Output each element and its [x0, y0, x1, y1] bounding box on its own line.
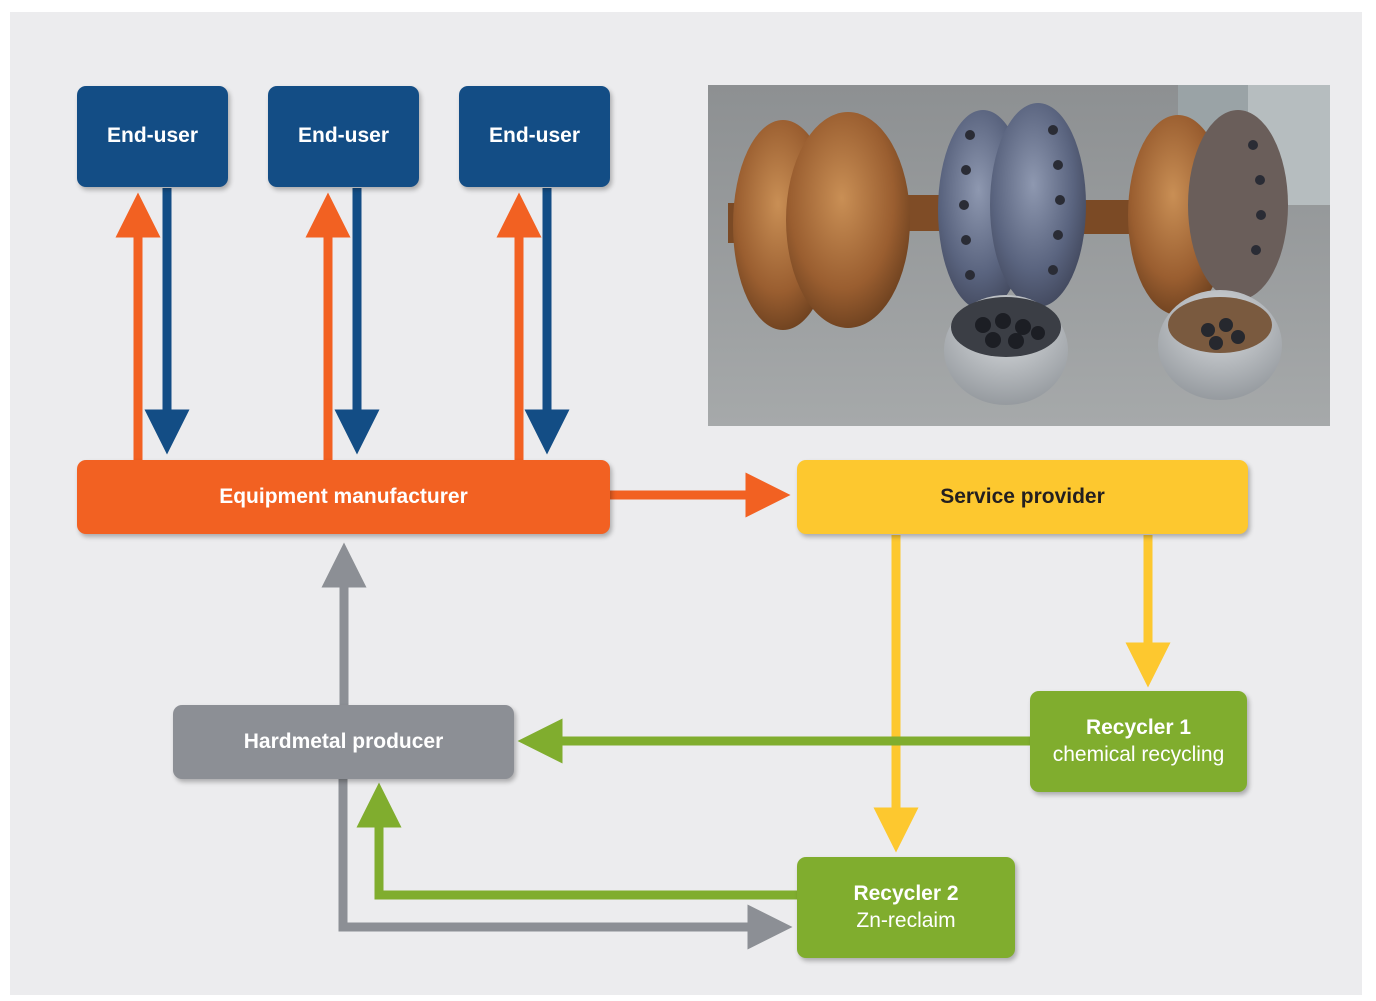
end-user-box-2: End-user [268, 86, 419, 187]
equipment-manufacturer-box: Equipment manufacturer [77, 460, 610, 534]
end-user-label: End-user [297, 124, 389, 148]
worn-cutter-rollers-photo [708, 85, 1330, 426]
hardmetal-producer-label: Hardmetal producer [243, 729, 444, 753]
recycler-2-box: Recycler 2 Zn-reclaim [797, 857, 1015, 958]
equipment-manufacturer-label: Equipment manufacturer [219, 484, 468, 508]
hardmetal-producer-box: Hardmetal producer [173, 705, 514, 779]
end-user-box-1: End-user [77, 86, 228, 187]
end-user-label: End-user [488, 124, 580, 148]
recycler-2-subtitle: Zn-reclaim [856, 908, 956, 932]
recycler-1-title: Recycler 1 [1085, 716, 1192, 740]
recycler-1-subtitle: chemical recycling [1052, 742, 1225, 766]
end-user-label: End-user [106, 124, 198, 148]
service-provider-box: Service provider [797, 460, 1248, 534]
recycler-2-title: Recycler 2 [853, 882, 959, 906]
end-user-box-3: End-user [459, 86, 610, 187]
recycler-1-box: Recycler 1 chemical recycling [1030, 691, 1247, 792]
service-provider-label: Service provider [940, 484, 1105, 508]
arrow-recycler-2-to-hardmetal [356, 782, 797, 900]
arrow-hardmetal-to-recycler-2 [338, 778, 793, 950]
